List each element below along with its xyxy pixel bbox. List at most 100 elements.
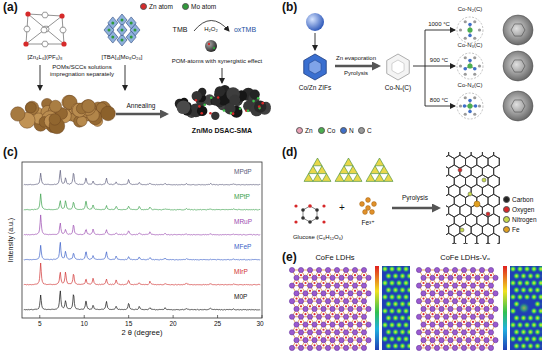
oxygen-atom [436,290,438,292]
doped-atom [458,168,462,172]
metal-atom [461,299,466,304]
metal-atom [479,345,484,350]
legend-text: N [349,127,354,134]
metal-atom [357,322,362,327]
charge-spot [537,293,542,301]
metal-atom [475,306,480,311]
metal-atom [352,345,357,350]
fe-ion [360,202,365,207]
material-name: Co-Nₓ(C) [385,84,411,91]
charge-spot [527,272,535,280]
carbon-ring [494,243,500,244]
vacancy-spot [518,302,530,314]
xrd-trace [24,291,260,310]
metal-atom [361,314,366,319]
oxygen-atom [331,344,333,346]
zif-facet [309,60,321,74]
glucose-atom [308,204,312,208]
oxygen-atom [349,282,351,284]
oxygen-atom [481,305,483,307]
charge-spot [399,286,407,294]
charge-spot [510,279,517,287]
oxygen-atom [331,329,333,331]
heptazine-unit [335,174,344,182]
metal-atom [416,345,421,350]
legend-item: Fe [503,226,520,233]
charge-spot [537,321,542,329]
oxygen-atom [322,344,324,346]
metal-atom [470,267,475,272]
metal-atom [303,322,308,327]
oxygen-atom [304,329,306,331]
oxygen-atom [485,329,487,331]
xrd-trace [24,263,260,285]
oxygen-atom [309,305,311,307]
tick-mark [84,315,85,318]
charge-spot [513,314,521,322]
metal-atom [316,314,321,319]
oxygen-atom [427,336,429,338]
metal-atom [321,306,326,311]
oxygen-atom [476,329,478,331]
charge-spot [530,266,538,273]
oxygen-atom [340,344,342,346]
glucose-atom [315,216,319,220]
zif-sphere [306,13,324,31]
charge-spot [516,321,524,329]
c-atom [464,37,467,40]
oxygen-atom [345,336,347,338]
charge-spot [510,349,517,350]
c-atom [459,28,462,31]
legend-text: C [367,127,372,134]
label-text: MRuP [233,218,253,225]
mo-octahedron [108,17,118,29]
metal-atom [425,283,430,288]
metal-atom [298,330,303,335]
metal-atom [334,345,339,350]
metal-atom [289,345,294,350]
metal-atom [330,306,335,311]
oxygen-atom [449,344,451,346]
metal-atom [307,314,312,319]
panel-letter: (e) [282,251,297,265]
charge-spot [409,266,410,273]
mo-atom [108,29,111,32]
metal-atom [466,275,471,280]
single-atom [223,109,226,112]
mo-atom [121,29,124,32]
support-grain [49,114,60,125]
oxygen-atom [472,274,474,276]
metal-atom [357,338,362,343]
oxygen-atom [345,274,347,276]
metal-atom [352,314,357,319]
metal-atom [334,330,339,335]
label-text: Glucose (C₆H₁₂O₆) [293,234,343,240]
oxygen-atom [431,313,433,315]
oxygen-atom [431,344,433,346]
c-atom [473,73,476,76]
oxygen-atom [481,336,483,338]
charge-spot [537,266,542,273]
label-text: (d) [282,145,297,159]
doped-atom [468,192,472,196]
carbon-ring [477,233,488,244]
metal-atom [357,275,362,280]
metal-atom [316,283,321,288]
metal-atom [325,283,330,288]
metal-atom [361,283,366,288]
single-atom [200,112,203,115]
oxygen-atom [331,313,333,315]
oxygen-atom [422,282,424,284]
oxygen-atom [349,329,351,331]
tick-label: 20 [169,320,176,327]
tick-mark [39,315,40,318]
carbon-ring [494,224,500,237]
oxygen-atom [363,336,365,338]
oxygen-atom [422,297,424,299]
label-text: (b) [282,0,297,14]
c-atom [478,104,481,107]
metal-atom [294,291,299,296]
metal-atom [493,275,498,280]
co-atom [467,63,472,68]
